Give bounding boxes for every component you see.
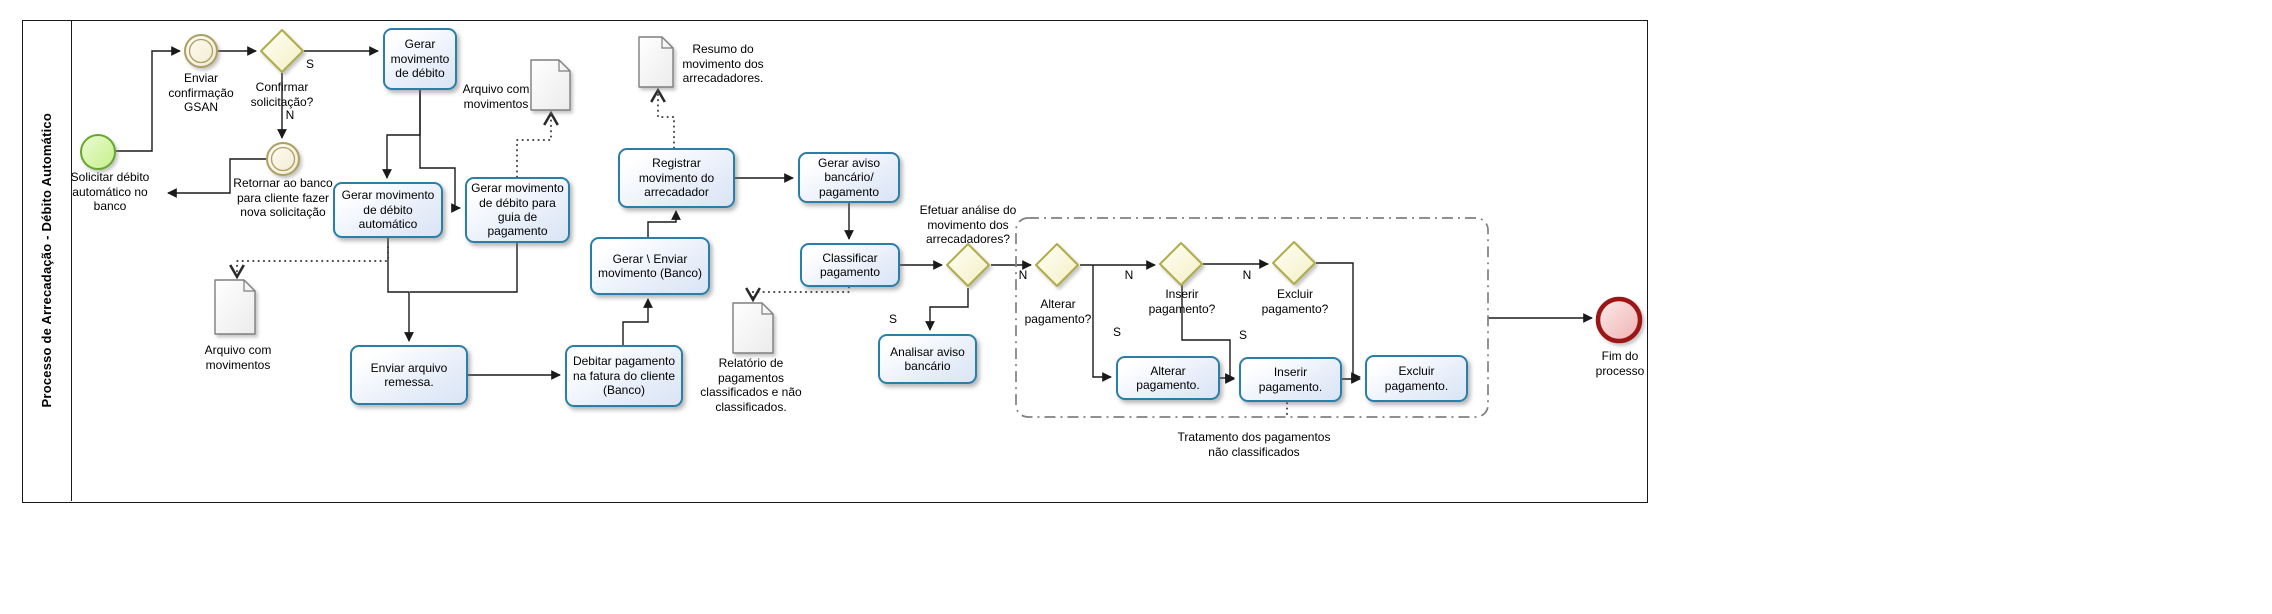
task-gerar-aviso-bancario-pagamento-label: Gerar aviso bancário/ pagamento	[817, 155, 881, 199]
flow-retornar-to-banco	[167, 158, 266, 198]
task-analisar-aviso-bancario[interactable]: Analisar aviso bancário	[878, 334, 977, 384]
label-excluir-pagamento: Excluir pagamento?	[1261, 287, 1329, 316]
task-classificar-pagamento[interactable]: Classificar pagamento	[800, 243, 900, 287]
task-gerar-movimento-de-debito[interactable]: Gerar movimento de débito	[383, 28, 457, 90]
data-relatorio-pagamentos-fold	[761, 303, 773, 315]
pool-label-band: Processo de Arrecadação - Débito Automát…	[22, 20, 72, 501]
data-resumo-movimento-arrecadadores-fold	[661, 37, 673, 49]
assoc-guia-to-arquivo-1	[516, 110, 559, 178]
flow-alterar-s-task	[1092, 265, 1112, 382]
label-retornar-ao-banco: Retornar ao banco para cliente fazer nov…	[233, 176, 333, 220]
data-resumo-movimento-arrecadadores[interactable]	[638, 36, 674, 88]
label-s-alterar: S	[1112, 325, 1121, 339]
label-s-inserir: S	[1238, 328, 1247, 342]
flow-debitar-to-gerar-enviar	[622, 298, 653, 345]
label-grupo-tratamento: Tratamento dos pagamentos não classifica…	[1177, 430, 1331, 459]
label-enviar-confirmacao-gsan: Enviar confirmação GSAN	[168, 71, 234, 115]
task-gerar-movimento-de-debito-automatico-label: Gerar movimento de débito automático	[341, 188, 435, 232]
data-arquivo-com-movimentos-1-fold	[558, 60, 570, 72]
label-n-inserir: N	[1242, 268, 1252, 282]
task-enviar-arquivo-remessa-label: Enviar arquivo remessa.	[370, 360, 448, 389]
data-arquivo-com-movimentos-1[interactable]	[530, 59, 571, 111]
label-efetuar-analise: Efetuar análise do movimento dos arrecad…	[919, 203, 1017, 247]
gateway-alterar-pagamento[interactable]	[1035, 243, 1079, 287]
label-inserir-pagamento: Inserir pagamento?	[1148, 287, 1216, 316]
gateway-efetuar-analise-movimento[interactable]	[946, 243, 990, 287]
task-debitar-pagamento-fatura-cliente-label: Debitar pagamento na fatura do cliente (…	[572, 354, 676, 398]
gateway-excluir-pagamento[interactable]	[1272, 241, 1316, 285]
task-alterar-pagamento[interactable]: Alterar pagamento.	[1116, 356, 1220, 400]
flow-guia-to-merge	[410, 243, 518, 293]
label-n-confirmar: N	[285, 108, 295, 122]
task-excluir-pagamento[interactable]: Excluir pagamento.	[1365, 355, 1468, 402]
group-tratamento-pagamentos	[1015, 217, 1489, 418]
task-inserir-pagamento-label: Inserir pagamento.	[1258, 365, 1323, 394]
label-s-analise: S	[888, 312, 897, 326]
task-gerar-movimento-debito-guia-pagamento[interactable]: Gerar movimento de débito para guia de p…	[465, 177, 570, 243]
task-gerar-movimento-de-debito-label: Gerar movimento de débito	[390, 37, 450, 81]
flow-gerar-enviar-to-registrar	[647, 210, 681, 237]
assoc-registrar-to-resumo	[650, 87, 675, 149]
assoc-classificar-to-relatorio	[745, 286, 850, 303]
data-relatorio-pagamentos[interactable]	[732, 302, 774, 354]
task-gerar-enviar-movimento-banco[interactable]: Gerar \ Enviar movimento (Banco)	[590, 237, 710, 295]
flow-gerar-to-guia	[419, 90, 461, 213]
task-registrar-movimento-arrecadador-label: Registrar movimento do arrecadador	[638, 156, 715, 200]
label-arquivo-movimentos-1: Arquivo com movimentos	[462, 82, 530, 111]
task-gerar-enviar-movimento-banco-label: Gerar \ Enviar movimento (Banco)	[597, 251, 703, 280]
label-resumo-arrecadadores: Resumo do movimento dos arrecadadores.	[682, 42, 764, 86]
label-n-analise: N	[1018, 268, 1028, 282]
pool-border	[22, 20, 1648, 503]
flow-start-to-gsan	[115, 46, 181, 152]
task-gerar-movimento-de-debito-automatico[interactable]: Gerar movimento de débito automático	[333, 182, 443, 238]
task-classificar-pagamento-label: Classificar pagamento	[819, 250, 881, 279]
task-analisar-aviso-bancario-label: Analisar aviso bancário	[890, 344, 965, 373]
flow-gateway-s-analisar	[925, 288, 969, 331]
data-arquivo-com-movimentos-2[interactable]	[214, 279, 256, 335]
task-alterar-pagamento-label: Alterar pagamento.	[1136, 363, 1200, 392]
label-relatorio-pagamentos: Relatório de pagamentos classificados e …	[700, 356, 802, 414]
label-confirmar-solicitacao: Confirmar solicitação?	[250, 80, 314, 109]
start-solicitar-debito[interactable]	[80, 134, 116, 170]
task-gerar-aviso-bancario-pagamento[interactable]: Gerar aviso bancário/ pagamento	[798, 152, 900, 203]
flow-gerar-to-automatico	[382, 90, 421, 179]
gateway-confirmar-solicitacao[interactable]	[260, 29, 304, 73]
label-fim-processo: Fim do processo	[1595, 349, 1645, 378]
task-enviar-arquivo-remessa[interactable]: Enviar arquivo remessa.	[350, 345, 468, 405]
label-n-alterar: N	[1124, 268, 1134, 282]
flow-automatico-to-remessa	[387, 238, 414, 342]
task-debitar-pagamento-fatura-cliente[interactable]: Debitar pagamento na fatura do cliente (…	[565, 345, 683, 407]
task-gerar-movimento-debito-guia-pagamento-label: Gerar movimento de débito para guia de p…	[471, 181, 564, 239]
label-arquivo-movimentos-2: Arquivo com movimentos	[204, 343, 272, 372]
label-alterar-pagamento: Alterar pagamento?	[1024, 297, 1092, 326]
event-enviar-confirmacao-gsan-inner-ring	[188, 38, 214, 64]
task-excluir-pagamento-label: Excluir pagamento.	[1384, 364, 1449, 393]
assoc-automatico-to-arquivo-2	[229, 246, 389, 280]
data-arquivo-com-movimentos-2-fold	[243, 280, 255, 292]
task-inserir-pagamento[interactable]: Inserir pagamento.	[1239, 357, 1342, 402]
end-fim-do-processo[interactable]	[1595, 296, 1643, 344]
event-retornar-ao-banco-inner-ring	[270, 146, 296, 172]
label-s-confirmar: S	[305, 57, 314, 71]
label-solicitar-debito: Solicitar débito automático no banco	[70, 170, 150, 214]
task-registrar-movimento-arrecadador[interactable]: Registrar movimento do arrecadador	[618, 148, 735, 208]
gateway-inserir-pagamento[interactable]	[1159, 242, 1203, 286]
